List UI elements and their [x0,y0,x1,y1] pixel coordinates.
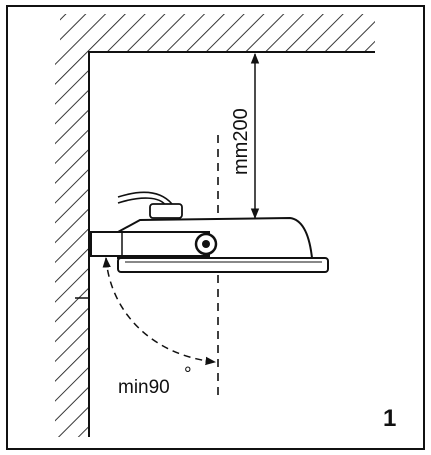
frame-border [6,5,425,450]
ceiling [60,14,375,53]
luminaire [90,191,329,273]
degree-symbol: ° [184,364,192,385]
angle-arc [102,256,217,366]
clearance-label: mm200 [230,108,252,175]
figure-number: 1 [383,405,396,432]
angle-label: min90 [118,377,170,398]
wall [55,52,90,437]
